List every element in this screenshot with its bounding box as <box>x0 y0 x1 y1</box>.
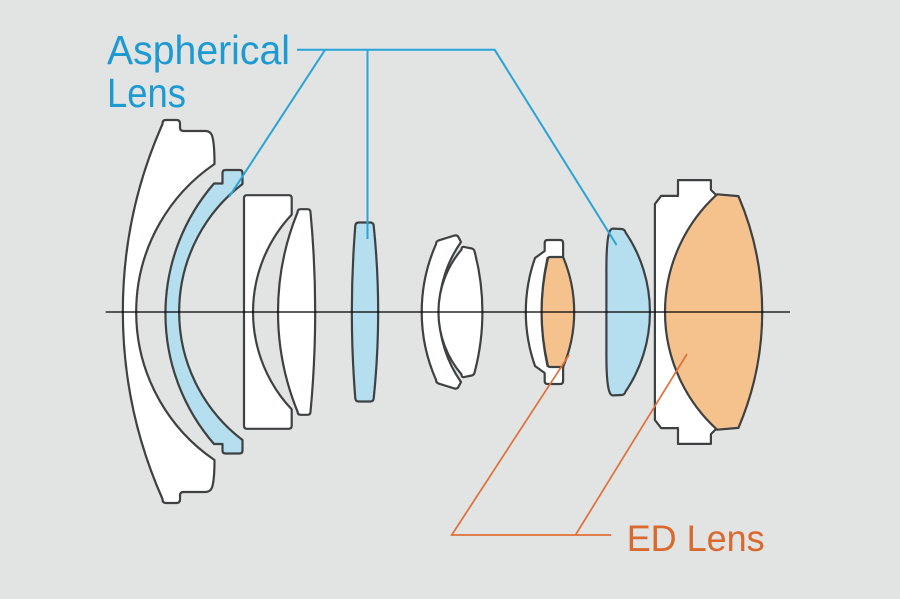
svg-text:Lens: Lens <box>107 70 186 116</box>
svg-text:ED Lens: ED Lens <box>627 517 765 559</box>
svg-text:Aspherical: Aspherical <box>107 27 290 73</box>
